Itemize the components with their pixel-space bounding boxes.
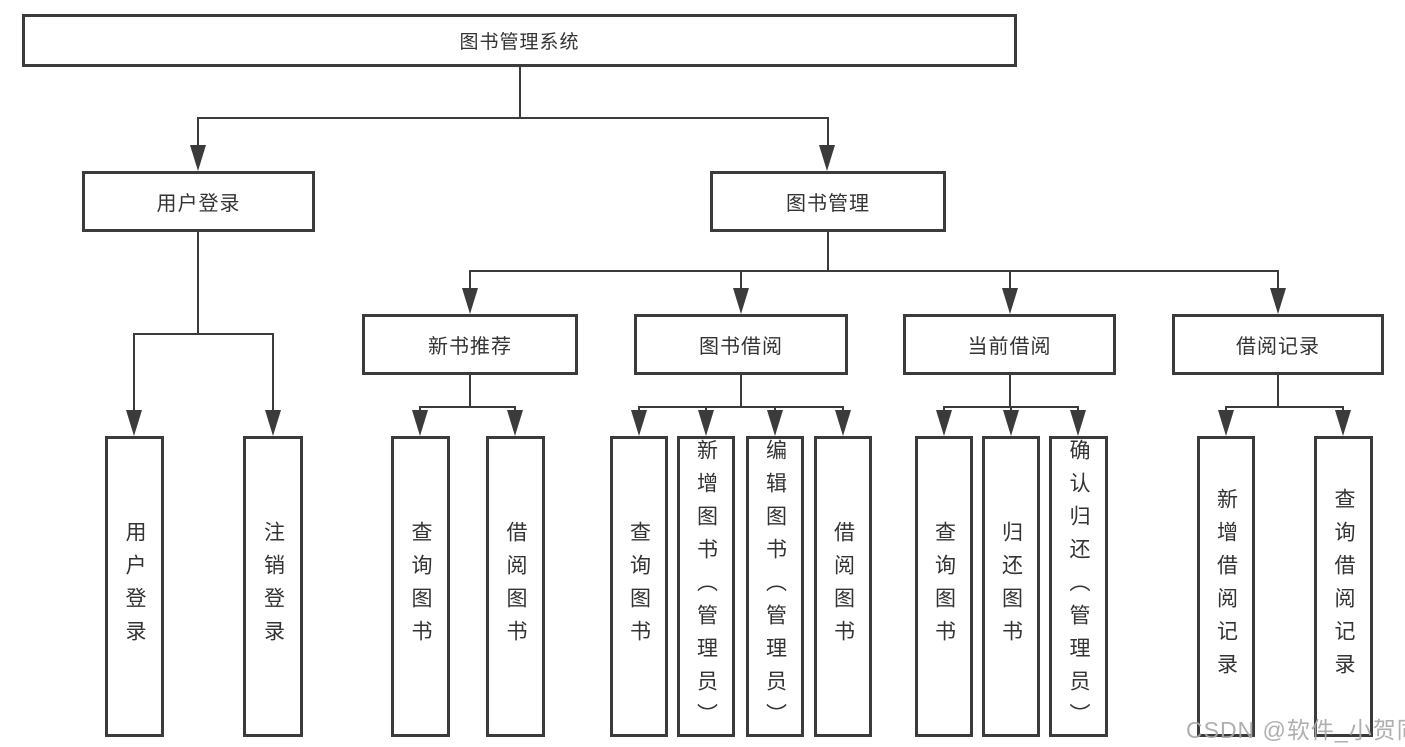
node-label: 图书管理系统 bbox=[459, 32, 580, 53]
leaf-logout: 注销登录 bbox=[243, 436, 303, 737]
node-book-management: 图书管理 bbox=[710, 171, 946, 232]
arrowhead-down-icon bbox=[819, 145, 835, 171]
node-borrowing-records: 借阅记录 bbox=[1172, 314, 1384, 375]
arrowhead-down-icon bbox=[733, 288, 749, 314]
connector-user-login-stub bbox=[197, 230, 199, 335]
leaf-recommend-query-books: 查询图书 bbox=[391, 436, 450, 737]
arrowhead-down-icon bbox=[1070, 410, 1086, 436]
node-label: 用户登录 bbox=[156, 193, 241, 215]
node-current-borrowing: 当前借阅 bbox=[903, 314, 1116, 375]
leaf-label: 新增借阅记录 bbox=[1214, 487, 1238, 686]
connector-root-stub bbox=[519, 66, 521, 119]
arrowhead-down-icon bbox=[412, 410, 428, 436]
arrowhead-down-icon bbox=[1218, 410, 1234, 436]
connector-book-borrowing-stub bbox=[740, 373, 742, 408]
arrowhead-down-icon bbox=[767, 410, 783, 436]
connector-new-book-stub bbox=[469, 373, 471, 408]
csdn-watermark: CSDN @软件_小贺同学 bbox=[1186, 717, 1405, 743]
arrowhead-down-icon bbox=[462, 288, 478, 314]
arrowhead-down-icon bbox=[1270, 288, 1286, 314]
leaf-edit-books-admin: 编辑图书（管理员） bbox=[746, 436, 804, 737]
leaf-label: 借阅图书 bbox=[831, 520, 855, 653]
connector-drop-book-management bbox=[827, 117, 829, 147]
arrowhead-down-icon bbox=[936, 410, 952, 436]
leaf-label: 编辑图书（管理员） bbox=[763, 439, 787, 736]
arrowhead-down-icon bbox=[190, 145, 206, 171]
arrowhead-down-icon bbox=[698, 410, 714, 436]
connector-drop-borrowing-records bbox=[1277, 270, 1279, 290]
connector-root-bus bbox=[197, 117, 829, 119]
node-label: 图书借阅 bbox=[699, 336, 783, 358]
leaf-user-login: 用户登录 bbox=[105, 436, 164, 737]
arrowhead-down-icon bbox=[126, 410, 142, 436]
leaf-confirm-return-admin: 确认归还（管理员） bbox=[1049, 436, 1108, 737]
leaf-label: 查询图书 bbox=[627, 520, 651, 653]
node-label: 图书管理 bbox=[786, 193, 870, 215]
connector-new-book-bus bbox=[419, 406, 516, 408]
node-new-book-recommendation: 新书推荐 bbox=[362, 314, 578, 375]
arrowhead-down-icon bbox=[1002, 288, 1018, 314]
leaf-label: 新增图书（管理员） bbox=[694, 439, 718, 736]
connector-drop-current-borrowing bbox=[1009, 270, 1011, 290]
leaf-add-borrow-record: 新增借阅记录 bbox=[1197, 436, 1255, 737]
connector-current-borrowing-stub bbox=[1009, 373, 1011, 408]
node-root-book-management-system: 图书管理系统 bbox=[22, 14, 1017, 67]
leaf-return-books: 归还图书 bbox=[982, 436, 1040, 737]
leaf-label: 借阅图书 bbox=[504, 520, 527, 653]
arrowhead-down-icon bbox=[265, 410, 281, 436]
arrowhead-down-icon bbox=[1335, 410, 1351, 436]
leaf-query-borrow-record: 查询借阅记录 bbox=[1314, 436, 1373, 737]
connector-borrowing-records-bus bbox=[1225, 406, 1344, 408]
arrowhead-down-icon bbox=[507, 410, 523, 436]
arrowhead-down-icon bbox=[631, 410, 647, 436]
node-label: 当前借阅 bbox=[967, 336, 1052, 358]
leaf-current-query-books: 查询图书 bbox=[915, 436, 973, 737]
leaf-borrow-books: 借阅图书 bbox=[814, 436, 872, 737]
arrowhead-down-icon bbox=[835, 410, 851, 436]
leaf-recommend-borrow-books: 借阅图书 bbox=[486, 436, 545, 737]
leaf-label: 查询图书 bbox=[932, 520, 956, 653]
leaf-label: 注销登录 bbox=[261, 520, 285, 653]
leaf-label: 用户登录 bbox=[123, 520, 146, 653]
connector-borrowing-records-stub bbox=[1277, 373, 1279, 408]
connector-book-management-stub bbox=[827, 230, 829, 272]
leaf-add-books-admin: 新增图书（管理员） bbox=[677, 436, 735, 737]
connector-drop-book-borrowing bbox=[740, 270, 742, 290]
leaf-label: 查询借阅记录 bbox=[1332, 487, 1355, 686]
node-user-login: 用户登录 bbox=[82, 171, 315, 232]
leaf-label: 确认归还（管理员） bbox=[1067, 439, 1090, 736]
leaf-label: 查询图书 bbox=[409, 520, 432, 653]
leaf-borrow-query-books: 查询图书 bbox=[610, 436, 668, 737]
node-book-borrowing: 图书借阅 bbox=[634, 314, 848, 375]
node-label: 借阅记录 bbox=[1236, 336, 1320, 358]
node-label: 新书推荐 bbox=[428, 336, 512, 358]
connector-drop-leaf-logout bbox=[272, 333, 274, 410]
connector-drop-new-book bbox=[469, 270, 471, 290]
arrowhead-down-icon bbox=[1003, 410, 1019, 436]
leaf-label: 归还图书 bbox=[999, 520, 1023, 653]
connector-drop-leaf-user-login bbox=[133, 333, 135, 410]
connector-book-management-bus bbox=[469, 270, 1279, 272]
connector-book-borrowing-bus bbox=[638, 406, 844, 408]
connector-drop-user-login bbox=[197, 117, 199, 147]
connector-user-login-bus bbox=[133, 333, 274, 335]
